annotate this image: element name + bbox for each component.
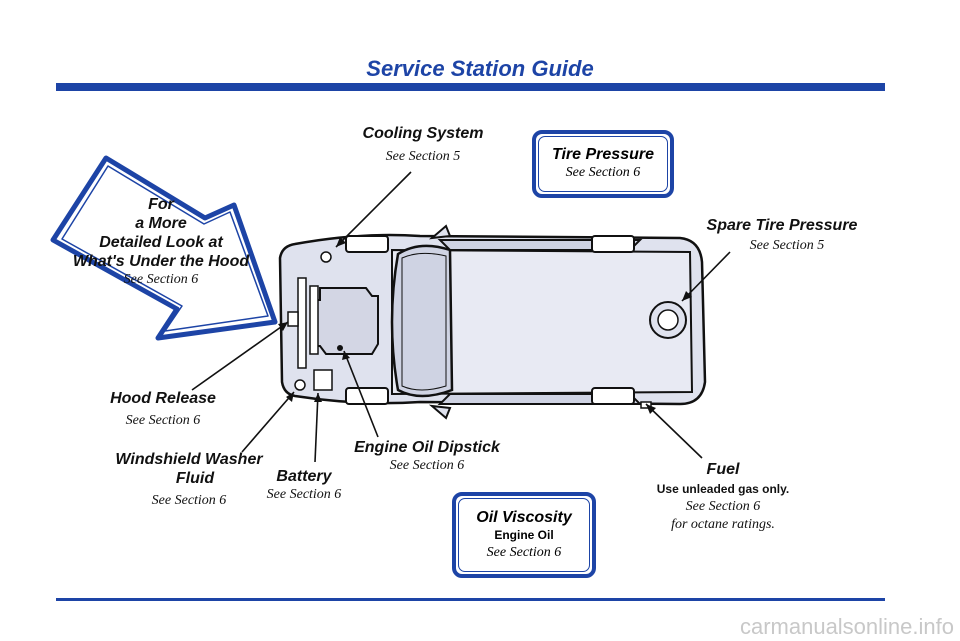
page-title: Service Station Guide [366,56,594,81]
dipstick-marker [337,345,343,351]
hood-callout-arrow [50,155,278,341]
callout-line-4: What's Under the Hood [72,253,250,270]
tire-pressure-box: Tire Pressure See Section 6 [532,130,674,198]
callout-line-1: For [148,196,174,213]
title-rule [56,83,885,91]
engine-block [313,287,379,355]
hood-release-label: Hood Release See Section 6 [110,390,216,428]
radiator [297,277,307,369]
wheel [591,235,635,253]
leader-lines [191,171,731,463]
coolant-cap [320,251,332,263]
tire-pressure-heading: Tire Pressure [552,146,654,163]
fuel-label: Fuel Use unleaded gas only. See Section … [656,461,790,532]
engine-oil-dipstick-label: Engine Oil Dipstick See Section 6 [354,439,500,473]
callout-sub: See Section 6 [123,272,199,287]
battery-label: Battery See Section 6 [266,468,342,502]
oil-viscosity-note: Engine Oil [494,528,554,542]
windshield [390,244,454,398]
hood-callout-text: For a More Detailed Look at What's Under… [66,195,256,289]
oil-viscosity-heading: Oil Viscosity [476,509,572,526]
bottom-rule [56,598,885,601]
wheel [345,235,389,253]
wheel [591,387,635,405]
windshield-washer-label: Windshield Washer Fluid See Section 6 [115,451,263,508]
oil-viscosity-box: Oil Viscosity Engine Oil See Section 6 [452,492,596,578]
battery-box [313,369,333,391]
watermark: carmanualsonline.info [739,614,954,639]
tire-pressure-sub: See Section 6 [565,165,641,180]
callout-line-3: Detailed Look at [99,234,223,251]
cooling-system-label: Cooling System See Section 5 [362,125,484,164]
wheel [345,387,389,405]
callout-line-2: a More [135,215,187,232]
oil-viscosity-sub: See Section 6 [486,545,562,560]
washer-cap [294,379,306,391]
spare-tire-pressure-label: Spare Tire Pressure See Section 5 [706,217,858,253]
hood-latch [287,311,299,327]
